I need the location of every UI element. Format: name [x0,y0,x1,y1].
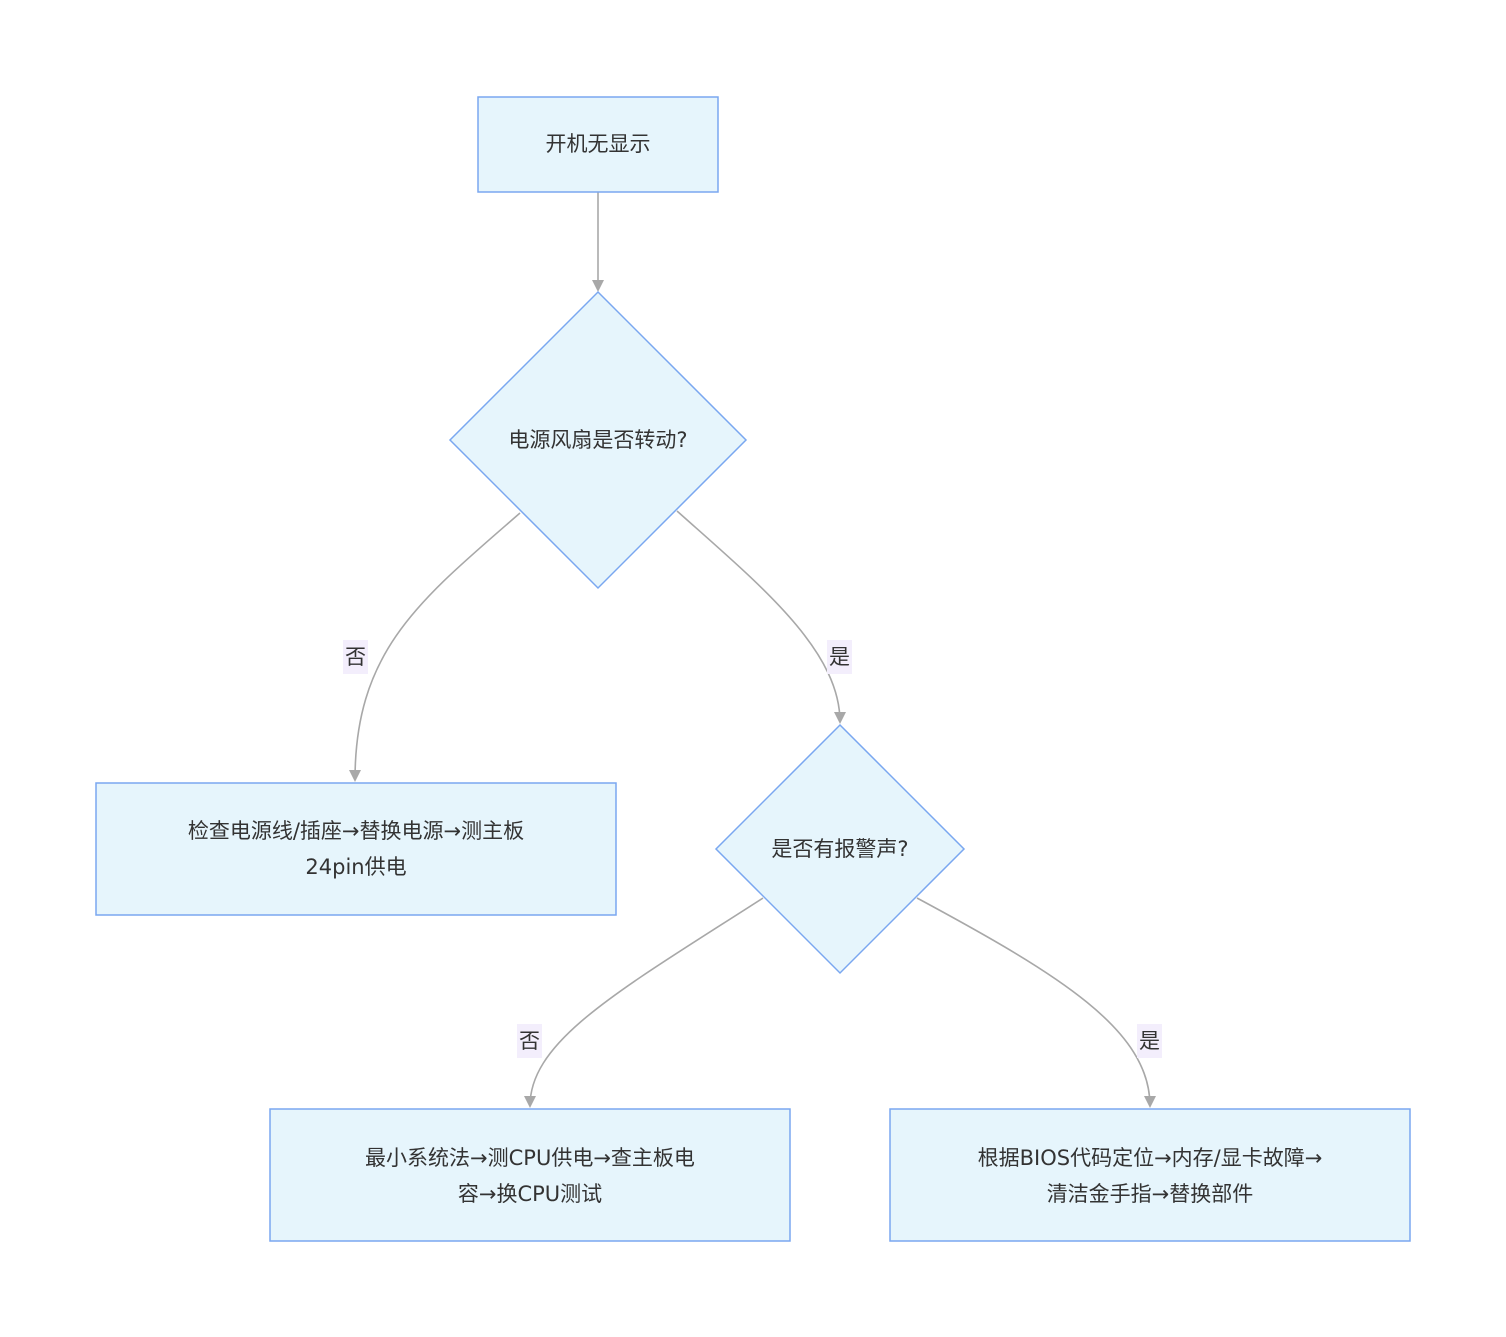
edge-label-no-1: 否 [343,640,368,674]
node-fan-check: 电源风扇是否转动? [448,290,748,590]
edges [349,192,1156,1108]
node-bios-code-line-1: 根据BIOS代码定位→内存/显卡故障→ [978,1146,1323,1170]
node-beep-check: 是否有报警声? [714,723,966,975]
edge-label-text: 是 [829,645,850,669]
node-bios-code-line-2: 清洁金手指→替换部件 [1047,1182,1254,1206]
edge-fan-check-to-beep-check [676,510,846,724]
edge-beep-check-to-bios-code [916,897,1156,1108]
node-bios-code: 根据BIOS代码定位→内存/显卡故障→ 清洁金手指→替换部件 [889,1108,1411,1242]
edge-label-yes-2: 是 [1137,1024,1162,1058]
node-power-fix-line-1: 检查电源线/插座→替换电源→测主板 [188,819,524,843]
node-min-system: 最小系统法→测CPU供电→查主板电 容→换CPU测试 [269,1108,791,1242]
edge-label-yes-1: 是 [827,640,852,674]
node-fan-check-text: 电源风扇是否转动? [508,428,687,452]
node-min-system-line-1: 最小系统法→测CPU供电→查主板电 [365,1146,695,1170]
edge-label-no-2: 否 [517,1024,542,1058]
node-start-text: 开机无显示 [546,132,651,156]
edge-fan-check-to-power-fix [349,512,521,782]
node-start: 开机无显示 [477,96,719,193]
edge-label-text: 是 [1139,1029,1160,1053]
node-power-fix-line-2: 24pin供电 [305,855,406,879]
node-min-system-line-2: 容→换CPU测试 [458,1182,602,1206]
edge-label-text: 否 [345,645,366,669]
node-power-fix: 检查电源线/插座→替换电源→测主板 24pin供电 [95,782,617,916]
edge-label-text: 否 [519,1029,540,1053]
node-beep-check-text: 是否有报警声? [771,837,908,861]
edge-beep-check-to-min-system [524,897,764,1108]
